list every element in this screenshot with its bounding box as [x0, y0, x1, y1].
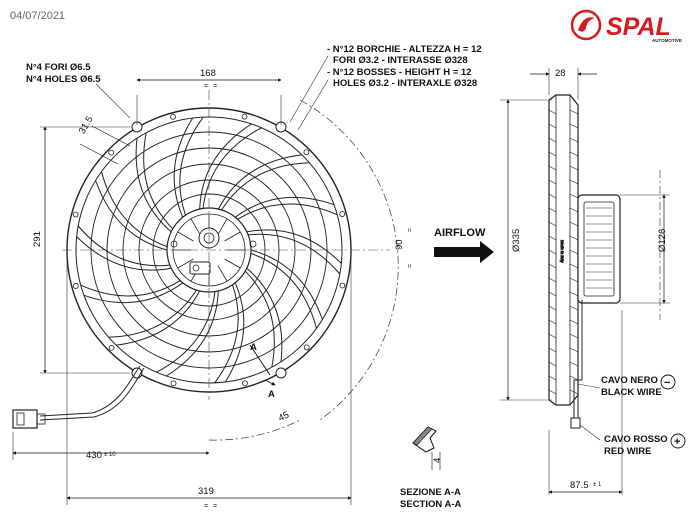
wire-red-it: CAVO ROSSO: [604, 434, 668, 445]
dim-430-text: 430: [86, 450, 102, 461]
dim-31-5: 31.5: [77, 114, 131, 165]
wire-red-en: RED WIRE: [604, 446, 652, 457]
section-cut-line: [249, 344, 271, 376]
dim-430: 430 ± 10: [12, 432, 210, 461]
black-wire-callout: CAVO NERO BLACK WIRE −: [577, 374, 676, 398]
dim-126-text: Ø126: [657, 229, 668, 252]
section-label-en: SECTION A-A: [400, 499, 462, 510]
note-bosses-en-1: - N°12 BOSSES - HEIGHT H = 12: [327, 67, 472, 78]
section-thk-text: 4: [432, 458, 443, 463]
dim-168-text: 168: [200, 68, 216, 79]
dim-335-text: Ø335: [511, 229, 522, 252]
note-holes-en: N°4 HOLES Ø6.5: [26, 74, 101, 85]
svg-text:=: =: [204, 83, 208, 90]
note-bosses-it-1: - N°12 BORCHIE - ALTEZZA H = 12: [327, 44, 482, 55]
front-view: [12, 107, 352, 429]
dim-430-tol: ± 10: [104, 452, 116, 458]
dim-87-5-tol: ± 1: [593, 482, 602, 488]
dim-168: 168 = =: [136, 68, 282, 125]
document-date: 04/07/2021: [10, 10, 66, 22]
wire-black-en: BLACK WIRE: [601, 387, 662, 398]
dim-45-text: 45: [277, 410, 291, 424]
dim-90-text: 90: [394, 239, 405, 250]
side-label: Made in Italy: [560, 240, 565, 263]
airflow-arrow: [434, 241, 494, 263]
section-mark-1: A: [250, 342, 257, 353]
dim-87-5-text: 87.5: [570, 480, 589, 491]
dim-31-5-text: 31.5: [77, 114, 96, 136]
wire-black-it: CAVO NERO: [601, 375, 658, 386]
svg-text:=: =: [407, 264, 414, 268]
angle-arc: [299, 99, 399, 421]
brand-tagline: AUTOMOTIVE: [652, 38, 682, 43]
dim-28-text: 28: [555, 68, 566, 79]
brand-name: SPAL: [606, 13, 671, 41]
red-wire-callout: CAVO ROSSO RED WIRE +: [579, 424, 686, 457]
section-label-it: SEZIONE A-A: [400, 487, 461, 498]
side-motor: [577, 194, 621, 304]
power-cable: [39, 365, 141, 417]
fan-blades: [76, 116, 342, 384]
note-holes-it: N°4 FORI Ø6.5: [26, 62, 91, 73]
section-detail: 4 SEZIONE A-A SECTION A-A: [400, 426, 462, 510]
dim-319-text: 319: [198, 486, 214, 497]
note-bosses-it-2: FORI Ø3.2 - INTERASSE Ø328: [333, 55, 468, 66]
side-view: Made in Italy: [548, 94, 621, 429]
spal-logo: SPAL AUTOMOTIVE: [570, 9, 682, 43]
wire-black-sign: −: [664, 377, 670, 389]
note-bosses-en-2: HOLES Ø3.2 - INTERAXLE Ø328: [333, 78, 477, 89]
mount-hole-br: [275, 367, 287, 379]
wire-red-sign: +: [674, 436, 680, 448]
dim-319: 319 = =: [66, 260, 352, 510]
svg-text:=: =: [213, 83, 217, 90]
airflow-indicator: AIRFLOW: [434, 227, 494, 263]
airflow-label: AIRFLOW: [434, 227, 486, 239]
svg-text:=: =: [407, 228, 414, 232]
section-mark-2: A: [268, 389, 275, 400]
dim-291: 291: [32, 126, 130, 374]
svg-text:=: =: [204, 503, 208, 510]
svg-text:=: =: [213, 503, 217, 510]
centre-lines: [62, 90, 390, 400]
dim-291-text: 291: [32, 231, 43, 247]
